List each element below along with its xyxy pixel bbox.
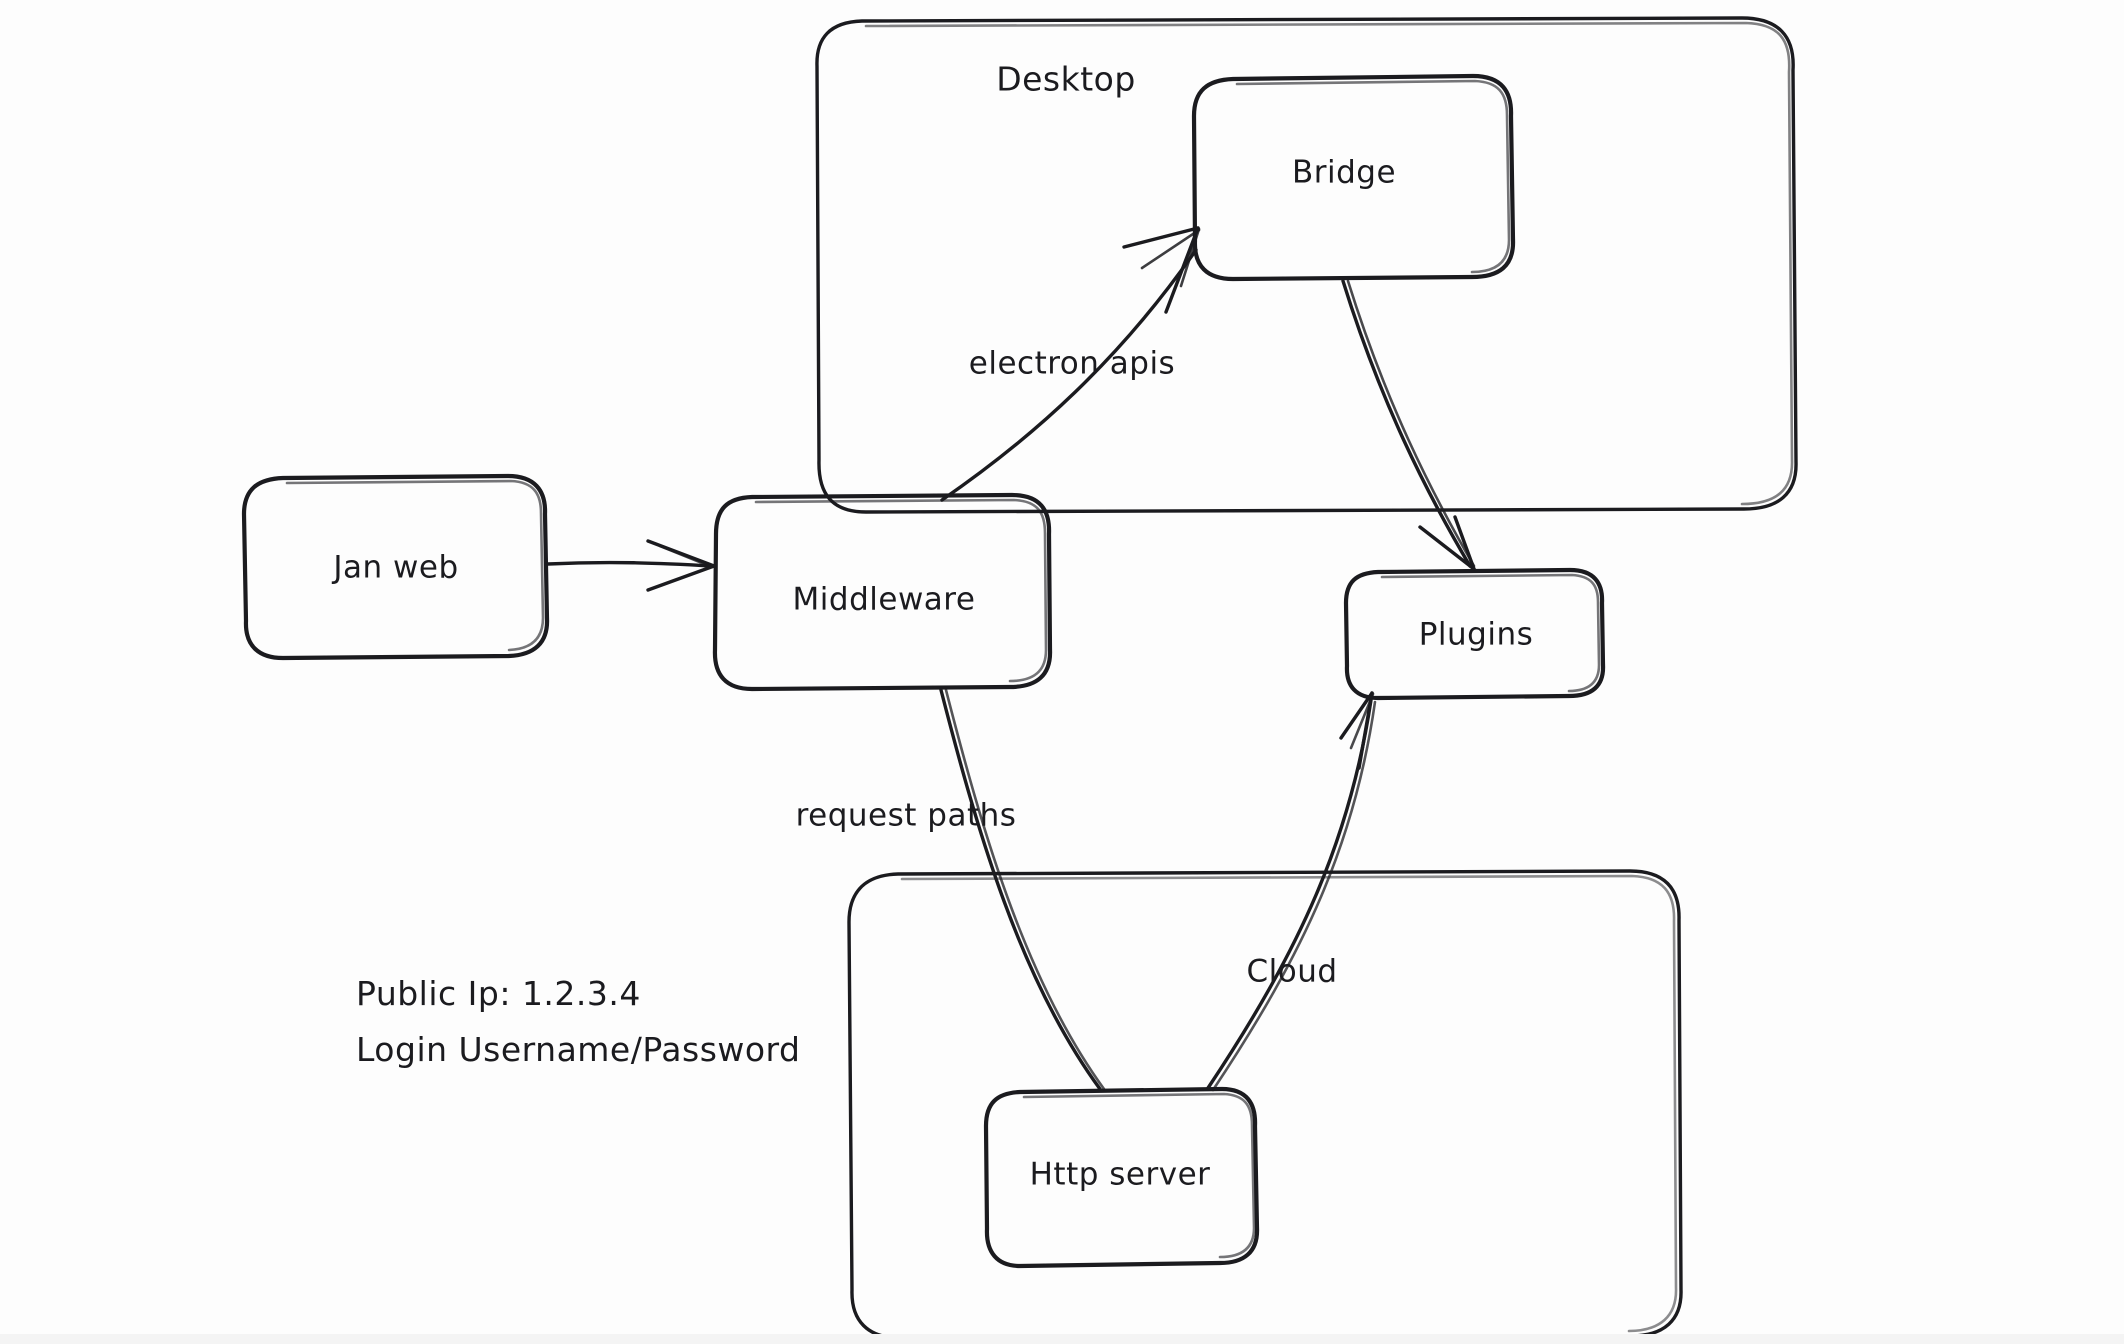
node-bridge-outline[interactable] [1191,73,1516,282]
node-jan-web-outline[interactable] [241,473,550,661]
edge-bridge-to-plugins [1341,279,1476,571]
bottom-edge-strip [0,1334,2124,1344]
node-http-server-outline[interactable] [983,1086,1260,1269]
group-desktop-outline [815,16,1798,514]
edge-middleware-to-bridge [940,226,1201,502]
edge-http-server-to-plugins [1206,691,1377,1092]
node-plugins-outline[interactable] [1343,567,1606,701]
group-cloud-outline [847,869,1683,1340]
edge-jan-web-to-middleware [546,539,716,592]
edge-http-server-to-middleware [939,688,1106,1091]
node-middleware-outline[interactable] [712,492,1053,692]
